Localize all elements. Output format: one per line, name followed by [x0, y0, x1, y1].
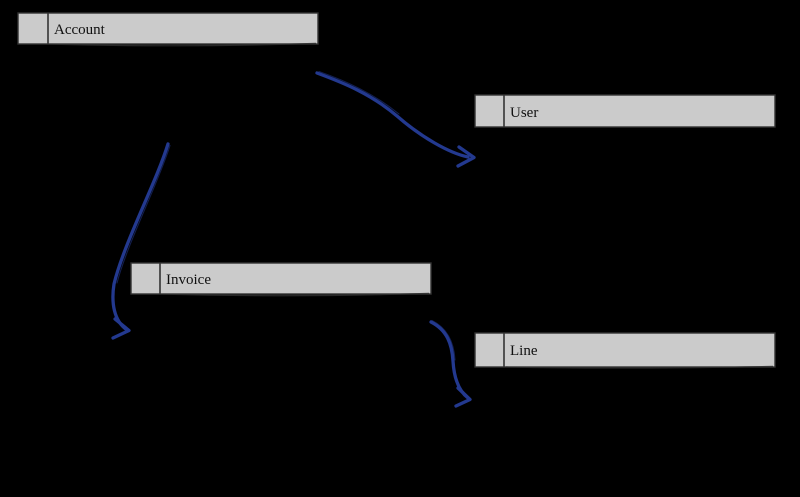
account-label: Account: [54, 22, 106, 38]
line-label: Line: [510, 343, 538, 359]
line-box-sketch-edge: [505, 365, 774, 369]
arrow-shaft[interactable]: [111, 142, 170, 332]
arrow-account-to-user[interactable]: [315, 70, 476, 168]
entity-user[interactable]: User: [474, 94, 776, 128]
arrow-shaft[interactable]: [429, 320, 470, 400]
invoice-box[interactable]: [130, 262, 432, 295]
arrow-rough-stroke: [431, 319, 456, 361]
arrow-account-to-invoice[interactable]: [111, 142, 171, 340]
arrow-invoice-to-line[interactable]: [429, 319, 472, 408]
account-box[interactable]: [17, 12, 319, 45]
arrow-rough-stroke: [318, 70, 400, 115]
arrow-rough-stroke: [116, 144, 171, 284]
arrow-shaft[interactable]: [315, 71, 470, 159]
arrowhead-icon: [111, 317, 131, 340]
user-box[interactable]: [474, 94, 776, 128]
invoice-box-sketch-edge: [162, 292, 430, 297]
arrowhead-icon: [456, 145, 476, 168]
user-label: User: [510, 105, 538, 121]
invoice-label: Invoice: [166, 272, 211, 288]
account-box-sketch-edge: [49, 42, 317, 47]
entity-account[interactable]: Account: [17, 12, 319, 47]
arrowhead-icon: [454, 386, 472, 408]
entity-line[interactable]: Line: [474, 332, 776, 369]
entity-invoice[interactable]: Invoice: [130, 262, 432, 297]
line-box[interactable]: [474, 332, 776, 368]
